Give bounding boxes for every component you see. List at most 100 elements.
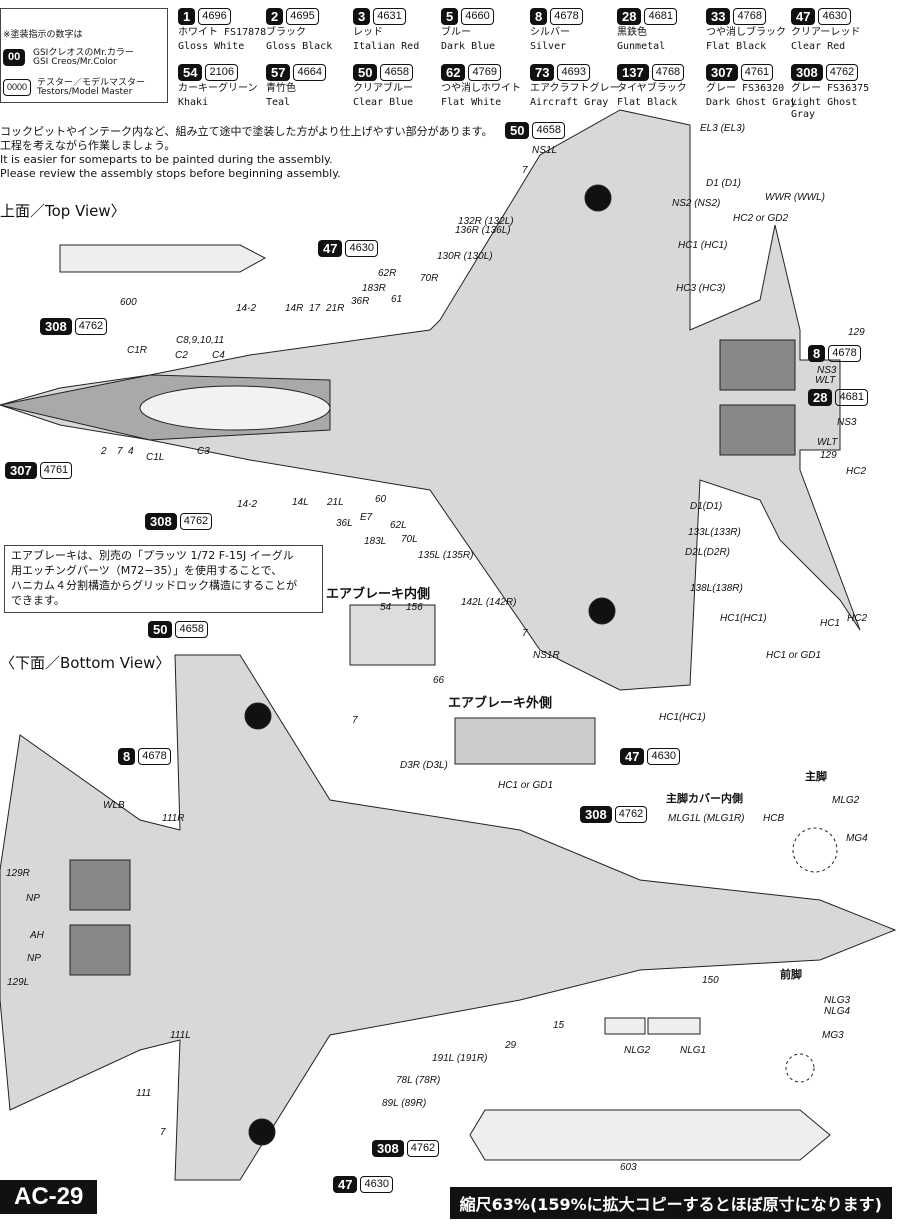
part-label: 89L (89R) xyxy=(382,1098,427,1109)
airbrake-note-line: できます。 xyxy=(11,594,65,607)
part-label: 129L xyxy=(7,977,30,988)
testors-number: 4681 xyxy=(835,389,868,406)
part-label: 130R (130L) xyxy=(437,251,493,262)
part-label: 129 xyxy=(820,450,837,461)
airbrake-note-line: ハニカム４分割構造からグリッドロック構造にすることが xyxy=(11,579,298,592)
paint-name-jp: 青竹色 xyxy=(266,83,296,94)
mr-color-number: 47 xyxy=(620,748,645,765)
part-label: C3 xyxy=(197,446,210,457)
part-label: 66 xyxy=(433,675,445,686)
part-label: 70R xyxy=(420,273,439,284)
part-label: NLG3 xyxy=(824,995,851,1006)
main-gear-cover-title: 主脚カバー内側 xyxy=(666,792,743,805)
paint-name-jp: エアクラフトグレー xyxy=(530,83,620,94)
part-label: 36R xyxy=(351,296,370,307)
part-label: HC1(HC1) xyxy=(659,712,706,723)
part-label: WWR (WWL) xyxy=(765,192,825,203)
part-label: C1R xyxy=(127,345,148,356)
part-label: 14R xyxy=(285,303,304,314)
part-label: HC2 xyxy=(847,613,868,624)
nose-gear-title: 前脚 xyxy=(780,968,802,981)
paint-name-jp: クリアブルー xyxy=(353,83,413,94)
paint-name-en: Gloss Black xyxy=(266,41,333,52)
paint-name-jp: クリアーレッド xyxy=(791,27,861,38)
part-label: 191L (191R) xyxy=(432,1053,488,1064)
part-label: NP xyxy=(26,893,40,904)
main-gear-title: 主脚 xyxy=(805,770,827,783)
part-label: 111R xyxy=(162,813,185,824)
testors-number: 4630 xyxy=(818,8,851,25)
testors-number: 4761 xyxy=(740,64,774,81)
part-label: 600 xyxy=(120,297,137,308)
paint-name-en: Teal xyxy=(266,97,291,108)
testors-number: 4658 xyxy=(532,122,565,139)
testors-number: 4660 xyxy=(461,8,494,25)
paint-name-en: Aircraft Gray xyxy=(530,97,609,108)
airbrake-note: エアブレーキは、別売の「プラッツ 1/72 F-15J イーグル 用エッチングパ… xyxy=(4,545,323,613)
testors-number: 2106 xyxy=(205,64,238,81)
mr-color-number: 50 xyxy=(505,122,530,139)
mr-color-number: 308 xyxy=(40,318,72,335)
part-label: 70L xyxy=(401,534,418,545)
part-label: 14L xyxy=(292,497,309,508)
testors-number: 4762 xyxy=(74,318,108,335)
part-label: 7 xyxy=(117,446,123,457)
part-label: HC2 or GD2 xyxy=(733,213,789,224)
part-label: C8,9,10,11 xyxy=(176,335,225,346)
testors-number: 4769 xyxy=(468,64,501,81)
mr-color-number: 137 xyxy=(617,64,649,81)
part-label: 14-2 xyxy=(236,303,257,314)
part-label: HC1(HC1) xyxy=(720,613,767,624)
mr-color-number: 8 xyxy=(808,345,826,362)
testors-number: 4762 xyxy=(614,806,648,823)
part-label: AH xyxy=(30,930,44,941)
part-label: NS2 (NS2) xyxy=(672,198,721,209)
mr-color-number: 57 xyxy=(266,64,291,81)
part-label: D2L(D2R) xyxy=(685,547,731,558)
paint-name-jp: レッド xyxy=(353,27,383,38)
mr-color-number: 308 xyxy=(791,64,823,81)
paint-name-jp: ホワイト FS17878 xyxy=(178,27,267,38)
part-label: 62R xyxy=(378,268,397,279)
part-label: 7 xyxy=(352,715,358,726)
part-label: 7 xyxy=(522,628,528,639)
mr-color-number: 54 xyxy=(178,64,203,81)
paint-name-jp: つや消しブラック xyxy=(706,27,786,38)
mr-color-number: 2 xyxy=(266,8,284,25)
mr-color-number: 73 xyxy=(530,64,555,81)
paint-name-en: Clear Red xyxy=(791,41,846,52)
mr-color-number: 47 xyxy=(333,1176,358,1193)
part-label: D1 (D1) xyxy=(706,178,742,189)
mr-color-number: 3 xyxy=(353,8,371,25)
paint-name-en: Clear Blue xyxy=(353,97,414,108)
part-label: MG4 xyxy=(846,833,868,844)
part-label: NS1R xyxy=(533,650,560,661)
mr-color-number: 50 xyxy=(148,621,173,638)
note-jp-1: コックピットやインテーク内など、組み立て途中で塗装した方がより仕上げやすい部分が… xyxy=(0,125,493,138)
note-jp-2: 工程を考えながら作業しましょう。 xyxy=(0,139,176,152)
part-label: C2 xyxy=(175,350,188,361)
part-label: 129R xyxy=(6,868,30,879)
mr-color-number: 1 xyxy=(178,8,196,25)
part-label: E7 xyxy=(360,512,373,523)
